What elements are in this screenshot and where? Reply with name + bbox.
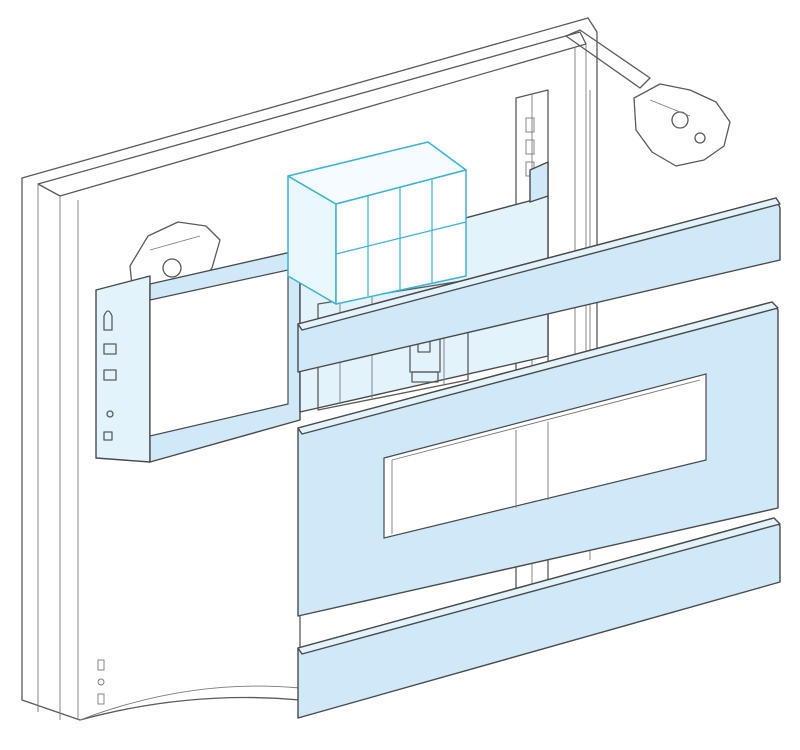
front-panel-cutout-plate (297, 301, 779, 617)
hinge-bracket-top-right (565, 29, 731, 167)
side-slot (97, 659, 105, 671)
left-mounting-plate (95, 249, 301, 463)
front-panel-bottom-strip (297, 517, 781, 719)
highlighted-unit-box (287, 141, 467, 305)
breaker-cutout-window (383, 373, 707, 539)
front-panel-top-strip (297, 197, 781, 373)
